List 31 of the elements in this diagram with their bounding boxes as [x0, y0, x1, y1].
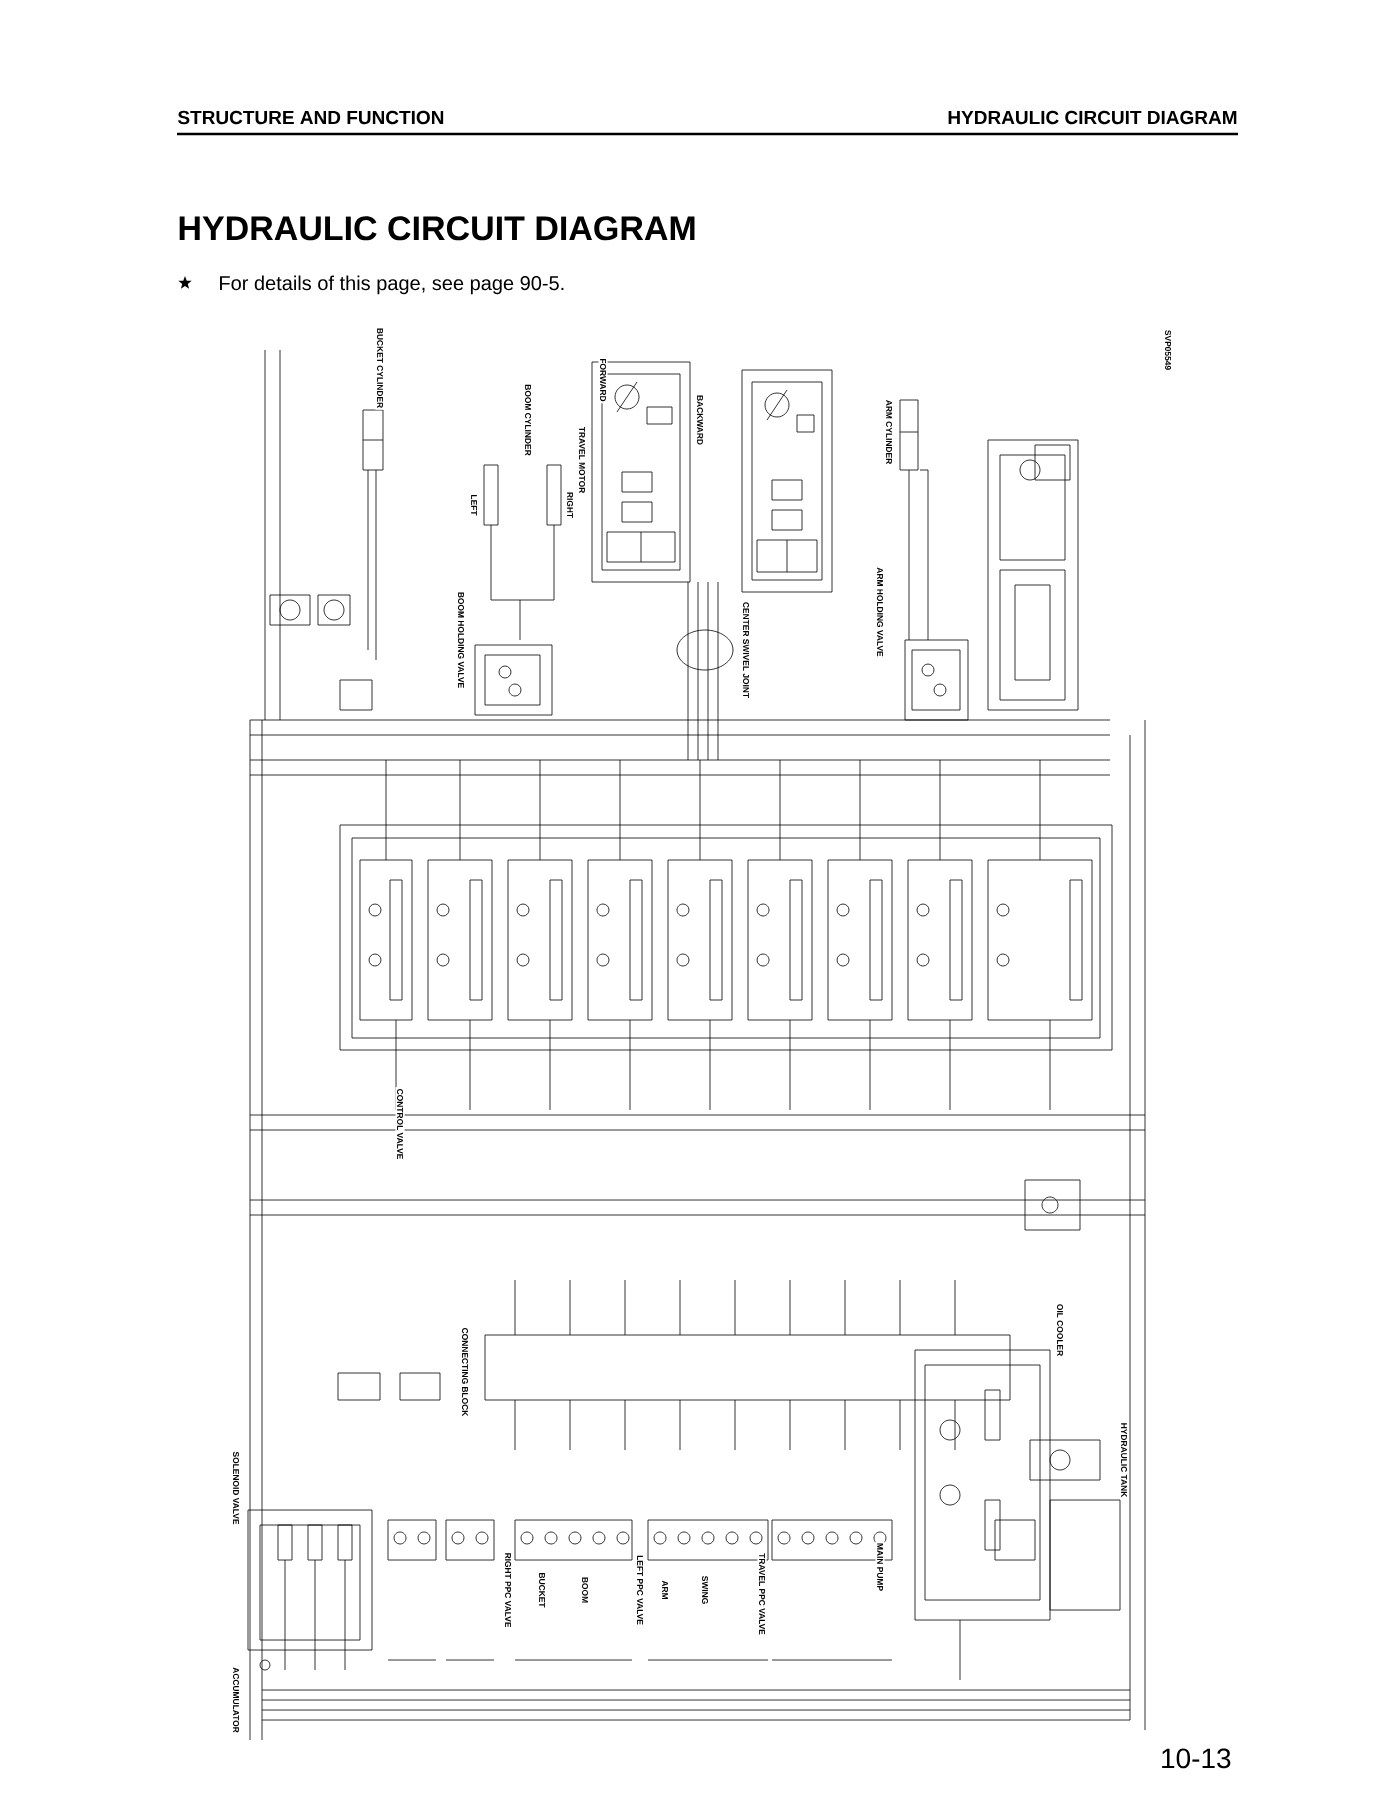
component-label: RIGHT [565, 490, 575, 520]
component-label: BOOM HOLDING VALVE [456, 590, 466, 690]
title: HYDRAULIC CIRCUIT DIAGRAM [179, 216, 695, 241]
component-label: CENTER SWIVEL JOINT [741, 600, 751, 700]
header-text: STRUCTURE AND FUNCTION [177, 110, 444, 125]
component-label: HYDRAULIC TANK [1119, 1421, 1129, 1499]
component-label: FORWARD [598, 356, 608, 404]
component-label: MAIN PUMP [875, 1541, 885, 1593]
component-label: SOLENOID VALVE [231, 1449, 241, 1527]
component-label: BACKWARD [695, 393, 705, 447]
component-label: ACCUMULATOR [231, 1665, 241, 1735]
component-label: TRAVEL MOTOR [577, 425, 587, 495]
drawing-number: SVP05549 [1163, 328, 1173, 372]
component-label: BUCKET CYLINDER [375, 326, 385, 410]
note-text: For details of this page, see page 90-5. [220, 275, 564, 295]
page-number: 10-13 [1162, 1748, 1231, 1769]
component-label: ARM CYLINDER [884, 398, 894, 466]
component-label: LEFT PPC VALVE [635, 1553, 645, 1627]
component-label: CONTROL VALVE [395, 1087, 405, 1161]
header-text: HYDRAULIC CIRCUIT DIAGRAM [948, 110, 1237, 125]
component-label: RIGHT PPC VALVE [503, 1551, 513, 1630]
component-label: ARM [660, 1578, 670, 1602]
component-label: BOOM [580, 1575, 590, 1605]
component-label: SWING [700, 1574, 710, 1606]
component-label: TRAVEL PPC VALVE [757, 1551, 767, 1637]
component-label: CONNECTING BLOCK [460, 1326, 470, 1418]
component-label: BUCKET [537, 1570, 547, 1610]
component-label: LEFT [469, 492, 479, 518]
component-label: ARM HOLDING VALVE [875, 565, 885, 659]
component-label: OIL COOLER [1055, 1302, 1065, 1358]
component-label: BOOM CYLINDER [523, 382, 533, 458]
